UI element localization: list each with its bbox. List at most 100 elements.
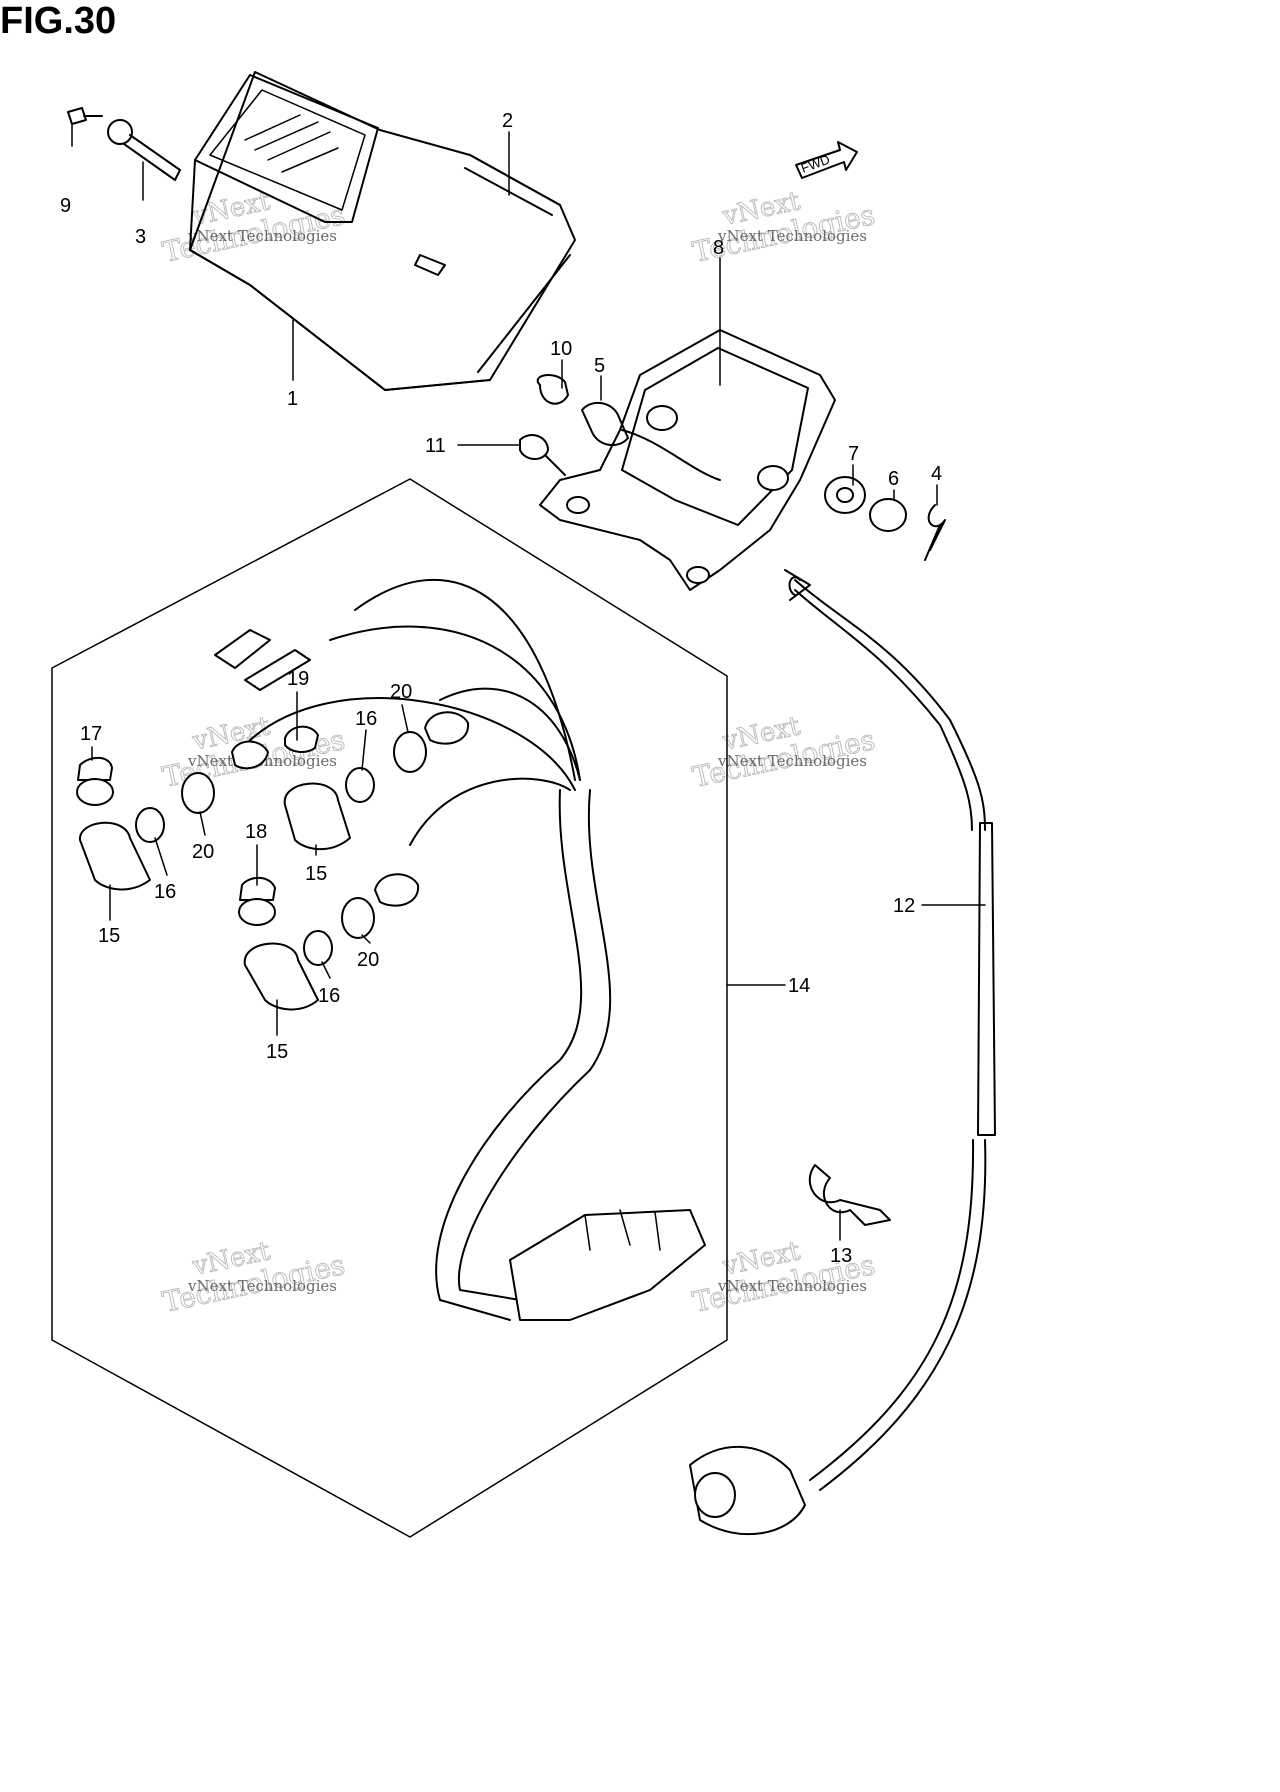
- socket-15c-icon: [243, 942, 319, 1011]
- leader-16c: [321, 961, 331, 979]
- callout-16a: 16: [154, 881, 176, 903]
- callout-15b: 15: [305, 863, 327, 885]
- watermark-text-full: vNext Technologies: [187, 1277, 337, 1295]
- cable-lower-2: [809, 1139, 975, 1481]
- cap-17-icon: [77, 756, 113, 781]
- fwd-arrow-icon: [795, 141, 858, 179]
- callout-20a: 20: [390, 681, 412, 703]
- watermark-text-full: vNext Technologies: [717, 1277, 867, 1295]
- fwd-arrow: FWD: [795, 141, 858, 179]
- speedometer-cable: [689, 569, 996, 1536]
- callout-20c: 20: [357, 949, 379, 971]
- harness-group-frame: [51, 478, 728, 1538]
- bracket-mount-hole-icon: [686, 566, 710, 584]
- harness-terminal-icons: [214, 629, 311, 691]
- callout-2: 2: [502, 110, 513, 132]
- cable-upper: [794, 579, 986, 831]
- callout-19: 19: [287, 668, 309, 690]
- bulb-20c-icon: [341, 897, 375, 939]
- watermark-mid-right: vNext Technologies vNext Technologies: [689, 711, 878, 795]
- callout-10: 10: [550, 338, 572, 360]
- watermark-text-full: vNext Technologies: [717, 227, 867, 245]
- callout-18: 18: [245, 821, 267, 843]
- bracket-mount-hole-icon: [566, 496, 590, 514]
- indicator-lamp-parts: [76, 711, 470, 1011]
- cap-19-icon: [284, 725, 319, 753]
- watermark-text-full: vNext Technologies: [717, 752, 867, 770]
- harness-main-cable: [435, 789, 583, 1321]
- bulb-icon: [536, 374, 569, 405]
- grommet-7-hole: [836, 487, 854, 503]
- callout-3: 3: [135, 226, 146, 248]
- lamp-socket-a-icon: [424, 711, 470, 745]
- callout-14: 14: [788, 975, 810, 997]
- bracket-hole-icon: [646, 405, 678, 431]
- screw-11-shaft: [544, 454, 566, 476]
- meter-assembly: [189, 71, 576, 391]
- meter-case-lower: [189, 159, 491, 391]
- harness-connector-slots: [584, 1209, 661, 1251]
- cap-17-base: [76, 778, 114, 806]
- pinion-gear-icon: [107, 119, 133, 145]
- bracket-outline: [539, 329, 836, 591]
- callout-7: 7: [848, 443, 859, 465]
- callout-8: 8: [713, 237, 724, 259]
- socket-15b-icon: [283, 782, 351, 851]
- leader-16b: [361, 729, 367, 771]
- harness-wire-4: [244, 697, 576, 791]
- callout-17: 17: [80, 723, 102, 745]
- cable-sleeve: [977, 822, 996, 1136]
- harness-main-cable-2: [457, 789, 612, 1301]
- bulb-20b-icon: [181, 772, 215, 814]
- meter-needle-marks: [244, 114, 339, 173]
- callout-13: 13: [830, 1245, 852, 1267]
- leader-20b: [199, 811, 206, 836]
- bracket-inner: [621, 347, 809, 526]
- watermark-bottom-left: vNext Technologies vNext Technologies: [159, 1236, 348, 1320]
- washer-6-icon: [869, 498, 907, 532]
- leader-20a: [401, 704, 409, 733]
- leader-16a: [154, 837, 168, 876]
- harness-wire-3: [439, 687, 581, 781]
- socket-wire: [621, 429, 721, 481]
- washer-16b-icon: [345, 767, 375, 803]
- cap-18-icon: [239, 876, 276, 901]
- meter-face-bezel: [194, 74, 379, 223]
- cap-18-base: [238, 898, 276, 926]
- cable-top-nut-icon: [784, 569, 811, 601]
- callout-5: 5: [594, 355, 605, 377]
- figure-title: FIG.30: [0, 0, 117, 42]
- cable-lower: [819, 1139, 987, 1491]
- callout-1: 1: [287, 388, 298, 410]
- callout-20b: 20: [192, 841, 214, 863]
- watermark-top-left: vNext Technologies vNext Technologies: [159, 186, 348, 270]
- callout-6: 6: [888, 468, 899, 490]
- lamp-socket-b-icon: [231, 740, 269, 770]
- pinion-shaft: [123, 134, 181, 181]
- clamp-13-icon: [808, 1164, 891, 1226]
- meter-bracket: [539, 329, 836, 591]
- cable-upper-2: [794, 589, 973, 831]
- leader-20c: [361, 934, 371, 944]
- screw-11-head-icon: [519, 434, 549, 460]
- bulb-socket-group: [519, 374, 721, 481]
- callout-15c: 15: [266, 1041, 288, 1063]
- washer-16a-icon: [135, 807, 165, 843]
- harness-wire-2: [329, 625, 581, 781]
- socket-icon: [581, 401, 629, 447]
- watermark-text-full: vNext Technologies: [187, 227, 337, 245]
- callout-11: 11: [425, 435, 446, 457]
- callout-16c: 16: [318, 985, 340, 1007]
- screw-head-icon: [67, 107, 87, 125]
- cable-clamp: [808, 1164, 891, 1226]
- bulb-20a-icon: [393, 731, 427, 773]
- grommet-washer-clip: [824, 476, 946, 561]
- callout-15a: 15: [98, 925, 120, 947]
- leader-lines: [71, 124, 986, 1241]
- meter-face: [209, 89, 366, 211]
- clip-4-icon: [924, 504, 946, 561]
- callout-9: 9: [60, 195, 71, 217]
- lamp-socket-c-icon: [374, 873, 420, 907]
- callout-4: 4: [931, 463, 942, 485]
